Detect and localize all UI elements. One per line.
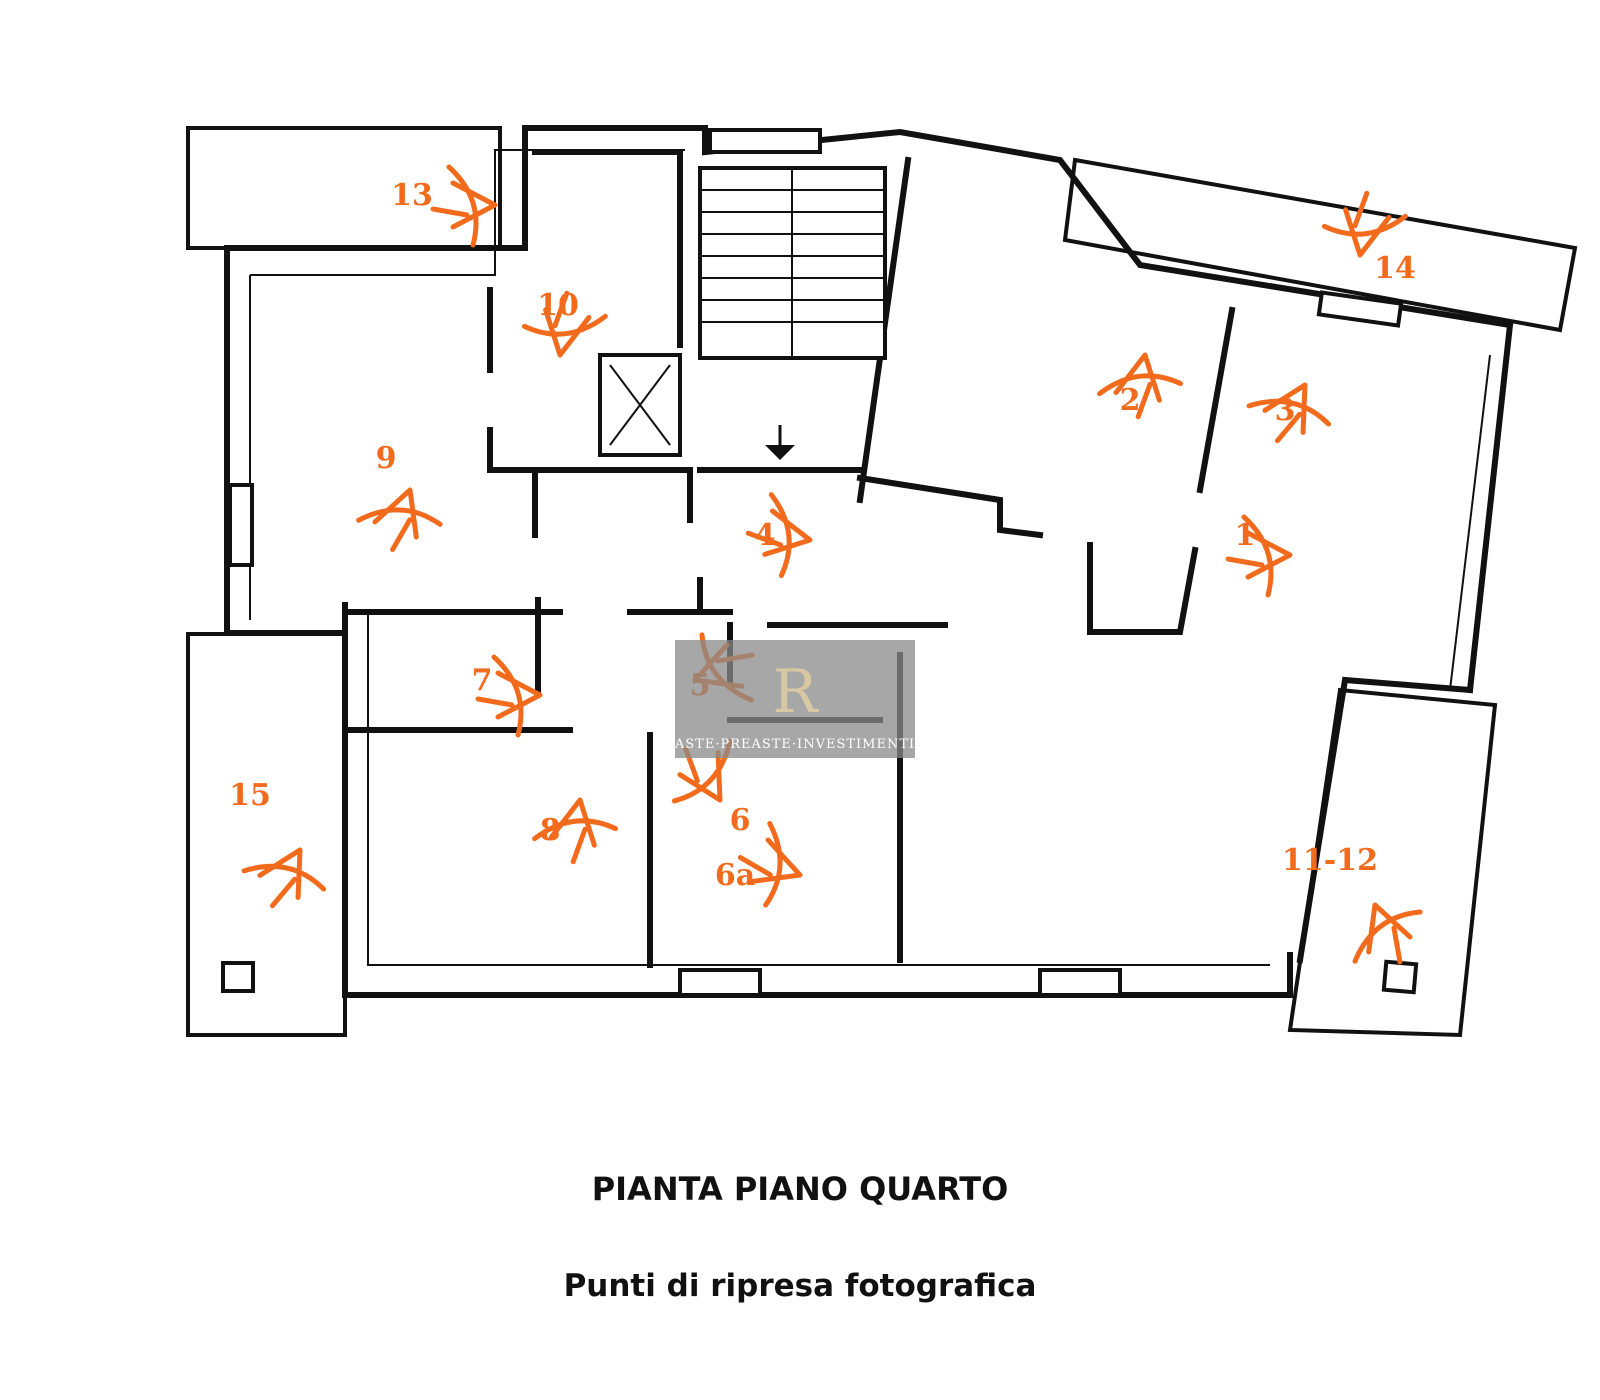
photo-marker-label: 14 bbox=[1374, 251, 1416, 286]
window-south-1 bbox=[678, 968, 762, 997]
camera-viewpoint-icon bbox=[671, 738, 733, 804]
photo-marker-label: 13 bbox=[391, 178, 433, 213]
photo-marker-label: 11-12 bbox=[1282, 843, 1378, 878]
camera-viewpoint-icon bbox=[1097, 352, 1184, 420]
photo-marker: 7 bbox=[472, 654, 543, 738]
photo-marker: 2 bbox=[1097, 352, 1184, 420]
watermark-background bbox=[675, 640, 915, 758]
windows bbox=[228, 128, 1404, 997]
camera-viewpoint-icon bbox=[737, 821, 803, 908]
wall-west-upper bbox=[224, 245, 348, 636]
photo-marker-label: 6a bbox=[715, 858, 755, 893]
photo-marker-label: 6 bbox=[730, 803, 751, 838]
photo-marker: 1 bbox=[1225, 514, 1293, 598]
photo-marker-label: 8 bbox=[540, 813, 561, 848]
window-north-stair bbox=[708, 128, 822, 154]
photo-marker-label: 4 bbox=[755, 518, 776, 553]
window-west bbox=[228, 483, 254, 567]
camera-viewpoint-icon bbox=[241, 847, 327, 909]
wall-east-lower bbox=[1296, 676, 1474, 964]
camera-viewpoint-icon bbox=[521, 290, 608, 358]
camera-viewpoint-icon bbox=[1246, 382, 1332, 444]
photo-marker: 14 bbox=[1321, 190, 1416, 286]
watermark: R ASTE·PREASTE·INVESTIMENTI bbox=[674, 640, 915, 758]
balconies bbox=[186, 126, 1578, 1038]
photo-marker-label: 10 bbox=[537, 288, 579, 323]
camera-viewpoint-icon bbox=[356, 487, 443, 553]
wall-south bbox=[342, 602, 1293, 998]
photo-marker: 9 bbox=[356, 441, 443, 553]
camera-viewpoint-icon bbox=[532, 797, 619, 865]
window-north-east bbox=[1316, 290, 1404, 328]
camera-viewpoint-icon bbox=[1321, 190, 1408, 258]
photo-marker: 13 bbox=[391, 164, 498, 248]
balcony-left-drain bbox=[221, 961, 255, 993]
photo-marker: 3 bbox=[1246, 382, 1332, 444]
camera-viewpoint-icon bbox=[1225, 514, 1293, 598]
photo-marker-label: 7 bbox=[472, 663, 493, 698]
photo-marker: 6 bbox=[671, 738, 751, 838]
photo-marker: 4 bbox=[745, 492, 813, 579]
camera-viewpoint-icon bbox=[1352, 902, 1423, 965]
balcony-left bbox=[186, 632, 347, 1037]
plan-subtitle: Punti di ripresa fotografica bbox=[563, 1268, 1037, 1304]
photo-marker: 8 bbox=[532, 797, 619, 865]
photo-marker-label: 9 bbox=[376, 441, 397, 476]
entrance-arrow bbox=[765, 445, 795, 460]
photo-marker-label: 3 bbox=[1275, 393, 1296, 428]
photo-marker-label: 1 bbox=[1235, 518, 1256, 553]
photo-marker: 6a bbox=[715, 821, 803, 908]
photo-marker-label: 2 bbox=[1120, 383, 1141, 418]
camera-viewpoint-icon bbox=[745, 492, 813, 579]
stairwell bbox=[598, 166, 887, 460]
balcony-right-drain bbox=[1381, 959, 1419, 995]
photo-marker-label: 15 bbox=[229, 778, 271, 813]
balcony-top-right bbox=[1062, 157, 1578, 333]
camera-viewpoint-icon bbox=[475, 654, 543, 738]
balcony-top-left bbox=[186, 126, 502, 250]
photo-marker: 10 bbox=[521, 288, 608, 358]
watermark-brand-text: ASTE·PREASTE·INVESTIMENTI bbox=[674, 737, 915, 752]
photo-marker: 11-12 bbox=[1282, 843, 1423, 965]
plan-title: PIANTA PIANO QUARTO bbox=[591, 1170, 1009, 1208]
camera-viewpoint-icon bbox=[430, 164, 498, 248]
watermark-logo-icon: R bbox=[772, 657, 819, 727]
photo-marker: 15 bbox=[229, 778, 327, 909]
window-south-2 bbox=[1038, 968, 1122, 997]
